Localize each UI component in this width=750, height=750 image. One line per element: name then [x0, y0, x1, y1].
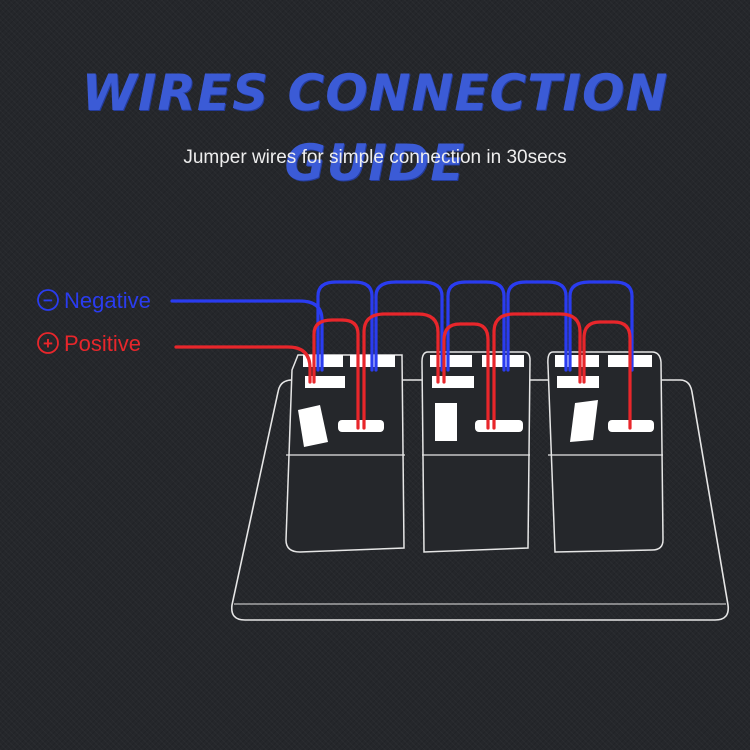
switch-1-terminal-low — [338, 420, 384, 432]
switch-2-terminal-large — [435, 403, 457, 441]
positive-wires — [174, 312, 632, 430]
switch-3-terminal-top-left — [555, 355, 599, 367]
legend-negative: − Negative — [37, 288, 151, 313]
page-title: WIRES CONNECTION GUIDE — [81, 64, 669, 192]
switch-3-terminal-large — [570, 400, 598, 442]
page-subtitle: Jumper wires for simple connection in 30… — [183, 147, 567, 168]
negative-symbol-circle — [37, 289, 59, 311]
switch-3 — [547, 351, 664, 553]
positive-lead-wire — [174, 345, 312, 384]
negative-symbol: − — [43, 291, 53, 310]
switch-2-terminal-low — [475, 420, 523, 432]
switch-1 — [285, 354, 405, 553]
positive-label: Positive — [64, 331, 141, 356]
switch-1-terminal-large — [298, 405, 328, 447]
positive-symbol: + — [43, 334, 53, 353]
switch-2-terminal-top-left — [430, 355, 472, 367]
positive-symbol-circle — [37, 332, 59, 354]
mounting-panel — [230, 379, 730, 621]
switch-3-terminal-mid — [557, 376, 599, 388]
legend-positive: + Positive — [37, 331, 141, 356]
negative-wires — [170, 280, 634, 372]
negative-label: Negative — [64, 288, 151, 313]
